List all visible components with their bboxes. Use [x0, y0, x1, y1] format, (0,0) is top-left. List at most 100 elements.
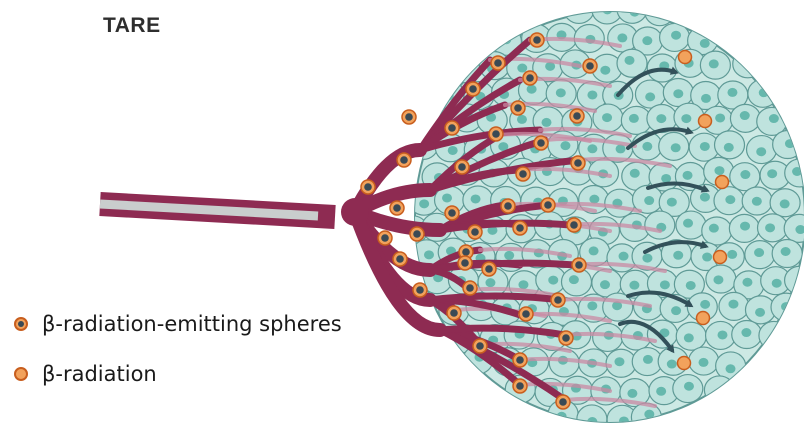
cell-nucleus [504, 251, 514, 260]
cell-nucleus [725, 195, 735, 204]
cell-nucleus [517, 64, 527, 73]
sphere-core [461, 259, 469, 267]
sphere-core [537, 139, 545, 147]
beta-particle [679, 51, 692, 64]
cell-nucleus [684, 382, 694, 391]
cell-nucleus [701, 94, 711, 103]
cell-nucleus [724, 143, 734, 152]
cell-nucleus [700, 193, 710, 202]
cell-nucleus [772, 279, 782, 288]
sphere-core [570, 221, 578, 229]
cell-nucleus [448, 146, 458, 155]
sphere-core [458, 163, 466, 171]
legend-label-spheres: β-radiation-emitting spheres [42, 312, 342, 336]
cell-nucleus [625, 56, 635, 65]
sphere-core [448, 124, 456, 132]
cell-nucleus [681, 114, 691, 123]
cell-nucleus [617, 33, 627, 42]
beta-particle [716, 176, 729, 189]
cell-nucleus [713, 275, 723, 284]
cell-nucleus [629, 281, 639, 290]
sphere-core [574, 159, 582, 167]
sphere-core [573, 112, 581, 120]
sphere-core [559, 398, 567, 406]
cell-nucleus [485, 278, 495, 287]
cell-nucleus [518, 280, 528, 289]
sphere-core [554, 296, 562, 304]
cell-nucleus [740, 170, 750, 179]
sphere-core [526, 74, 534, 82]
cell-nucleus [574, 3, 584, 12]
cell-nucleus [589, 195, 599, 204]
cell-nucleus [700, 39, 710, 48]
cell-nucleus [684, 333, 694, 342]
sphere-core [485, 265, 493, 273]
sphere-core [471, 228, 479, 236]
cell-nucleus [517, 115, 527, 124]
sphere-core [562, 334, 570, 342]
sphere-core [516, 356, 524, 364]
cell-nucleus [767, 169, 777, 178]
cell-nucleus [560, 141, 570, 150]
sphere-core [364, 183, 372, 191]
cell-nucleus [419, 199, 429, 208]
cell-nucleus [667, 360, 677, 369]
sphere-core [405, 113, 413, 121]
sphere-core [381, 234, 389, 242]
sphere-core [544, 201, 552, 209]
cell-nucleus [630, 8, 640, 17]
cell-nucleus [457, 63, 467, 72]
radiation-dot-icon [14, 367, 28, 381]
catheter [100, 204, 335, 217]
cell-nucleus [727, 250, 737, 259]
tumor-cell [733, 50, 763, 78]
cell-nucleus [686, 281, 696, 290]
cell-nucleus [717, 330, 727, 339]
cell-nucleus [642, 142, 652, 151]
cell-nucleus [527, 85, 537, 94]
cell-nucleus [602, 5, 612, 14]
cell-nucleus [683, 171, 693, 180]
sphere-core [462, 248, 470, 256]
cell-nucleus [673, 251, 683, 260]
cell-nucleus [589, 246, 599, 255]
cell-nucleus [556, 88, 566, 97]
cell-nucleus [642, 36, 652, 45]
sphere-core [492, 130, 500, 138]
cell-nucleus [614, 357, 624, 366]
sphere-core [494, 59, 502, 67]
cell-nucleus [619, 252, 629, 261]
cell-nucleus [442, 193, 452, 202]
sphere-core [522, 310, 530, 318]
cell-nucleus [709, 59, 719, 68]
cell-nucleus [645, 92, 655, 101]
cell-nucleus [644, 196, 654, 205]
cell-nucleus [699, 358, 709, 367]
tumor-cell [704, 376, 734, 404]
vessel-hub [341, 198, 369, 226]
cell-nucleus [569, 275, 579, 284]
cell-nucleus [643, 355, 653, 364]
cell-nucleus [717, 388, 727, 397]
sphere-core [448, 209, 456, 217]
cell-nucleus [752, 197, 762, 206]
cell-nucleus [702, 253, 712, 262]
cell-nucleus [548, 276, 558, 285]
sphere-core [469, 85, 477, 93]
tumor-cell [759, 321, 789, 349]
cell-nucleus [656, 114, 666, 123]
cell-nucleus [755, 308, 765, 317]
sphere-core [575, 261, 583, 269]
vessel-twig [430, 296, 560, 300]
cell-nucleus [671, 306, 681, 315]
cell-nucleus [424, 250, 434, 259]
cell-nucleus [657, 5, 667, 14]
cell-nucleus [769, 114, 779, 123]
cell-nucleus [727, 88, 737, 97]
cell-nucleus [587, 301, 597, 310]
sphere-icon [14, 317, 28, 331]
cell-nucleus [542, 118, 552, 127]
sphere-core [413, 230, 421, 238]
cell-nucleus [781, 247, 791, 256]
cell-nucleus [715, 113, 725, 122]
